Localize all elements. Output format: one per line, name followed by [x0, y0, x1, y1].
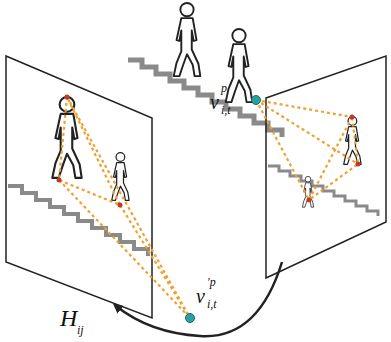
vertex-symbol: v	[196, 286, 205, 306]
superscript: ′p	[207, 276, 216, 288]
subscript: i,t	[221, 104, 231, 116]
superscript: p	[221, 82, 227, 94]
homography-symbol: H	[60, 306, 77, 330]
subscript: i,t	[207, 298, 217, 310]
stairs	[128, 60, 282, 137]
subscript: ij	[77, 324, 84, 336]
vertex-symbol: v	[210, 92, 219, 112]
